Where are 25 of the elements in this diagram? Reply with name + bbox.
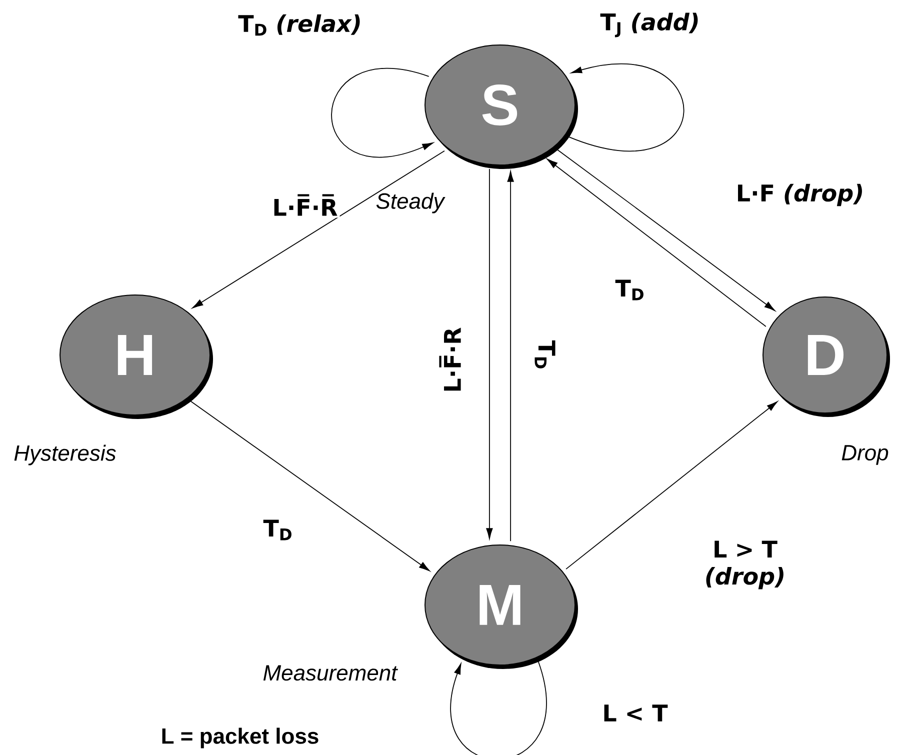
edge-label: L > T (drop) bbox=[688, 538, 802, 592]
note: L = packet loss bbox=[162, 728, 318, 748]
state-caption: Steady bbox=[376, 192, 446, 214]
state-caption: Drop bbox=[842, 445, 888, 465]
edge-label: L·F (drop) bbox=[734, 182, 866, 208]
state-caption: Measurement bbox=[263, 665, 398, 681]
arrow bbox=[507, 171, 514, 542]
arrow bbox=[331, 68, 434, 158]
arrow bbox=[486, 168, 493, 539]
arrow bbox=[190, 400, 430, 572]
arrow bbox=[192, 150, 445, 308]
arrow bbox=[568, 64, 684, 152]
arrow bbox=[556, 149, 776, 311]
edge-label: T$_{D}$ bbox=[532, 338, 558, 372]
edge-label: L·F̅·R bbox=[437, 325, 463, 395]
edge-label: L·F̅·R̅ bbox=[270, 192, 340, 218]
arrow bbox=[546, 158, 766, 327]
edge-label: T$_{D}$ bbox=[261, 518, 295, 542]
edge-label: T$_{J}$ (add) bbox=[598, 10, 702, 40]
state-caption: Hysteresis bbox=[14, 444, 116, 466]
edge-label: T$_{D}$ bbox=[613, 278, 647, 302]
edge-label: L < T bbox=[600, 702, 670, 724]
arrow bbox=[450, 661, 546, 755]
edge-label: T$_{D}$ (relax) bbox=[236, 12, 364, 38]
arrow bbox=[566, 401, 778, 570]
